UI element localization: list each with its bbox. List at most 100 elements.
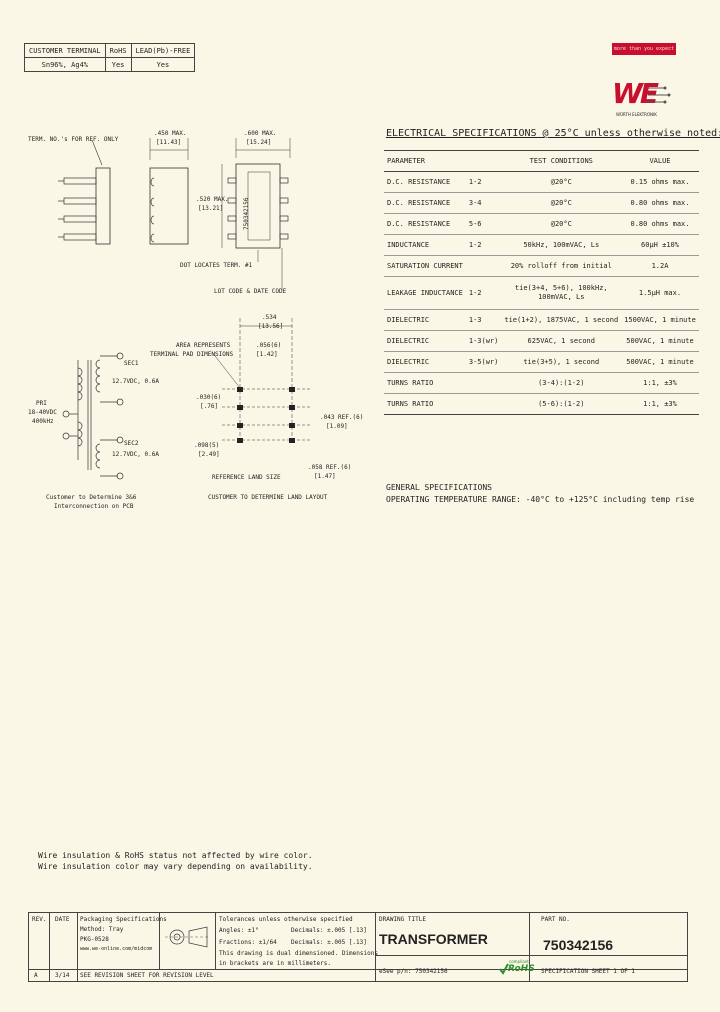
term-note: TERM. NO.'s FOR REF. ONLY (28, 136, 119, 143)
revision-note: SEE REVISION SHEET FOR REVISION LEVEL (80, 972, 214, 979)
drawing-title-label: DRAWING TITLE (379, 916, 426, 923)
pri-name: PRI (36, 400, 47, 407)
spec-value: 60μH ±10% (621, 234, 699, 256)
spec-value: 0.80 ohms max. (621, 192, 699, 214)
check-icon (499, 963, 509, 975)
spec-value: 0.15 ohms max. (621, 171, 699, 193)
website: www.we-online.com/midcom (80, 946, 153, 952)
tol-2: Angles: ±1° (219, 927, 259, 934)
spec-row: TURNS RATIO(3-4):(1-2)1:1, ±3% (384, 372, 699, 394)
dual-dim-1: This drawing is dual dimensioned. Dimens… (219, 950, 378, 957)
spec-cond: tie(3+5), 1 second (501, 351, 622, 373)
spec-param: SATURATION CURRENT (384, 255, 466, 277)
spec-cond: tie(1+2), 1875VAC, 1 second (501, 309, 622, 331)
title-block: REV. DATE Packaging Specifications Metho… (28, 912, 688, 982)
dim-098: .098(5) (194, 442, 220, 449)
dim-600-mm: [15.24] (246, 139, 272, 146)
note-1: Wire insulation & RoHS status not affect… (38, 851, 313, 860)
customer-land-note: CUSTOMER TO DETERMINE LAND LAYOUT (208, 494, 328, 501)
spec-table: PARAMETER TEST CONDITIONS VALUE D.C. RES… (384, 150, 699, 415)
dim-058: .058 REF.(6) (308, 464, 352, 471)
customer-terminal-table: CUSTOMER TERMINAL RoHS LEAD(Pb)-FREE Sn9… (24, 43, 196, 72)
rohs-label: RoHS (508, 964, 535, 974)
note-2: Wire insulation color may vary depending… (38, 862, 313, 871)
spec-value: 500VAC, 1 minute (621, 351, 699, 373)
rohs-badge: compliant RoHS (499, 959, 535, 977)
date-value: 3/14 (55, 972, 70, 979)
part-number: 750342156 (543, 937, 614, 953)
date-label: DATE (55, 916, 70, 923)
dim-043-mm: [1.09] (326, 423, 348, 430)
brand-banner: more than you expect (612, 43, 676, 55)
ct-cell-terminal: Sn96%, Ag4% (24, 57, 106, 72)
dim-056-mm: [1.42] (256, 351, 278, 358)
pkg-spec-1: Packaging Specifications (80, 916, 167, 923)
tol-4: Decimals: ±.005 [.13] (291, 927, 367, 934)
pkg-spec-2: Method: Tray (80, 926, 124, 933)
general-spec-title: GENERAL SPECIFICATIONS (386, 483, 492, 492)
land-note: REFERENCE LAND SIZE (212, 474, 281, 481)
spec-param: TURNS RATIO (384, 393, 466, 415)
spec-param: DIELECTRIC (384, 330, 466, 352)
dim-058-mm: [1.47] (314, 473, 336, 480)
spec-cond: (5-6):(1-2) (501, 393, 622, 415)
tol-1: Tolerances unless otherwise specified (219, 916, 353, 923)
rev-label: REV. (32, 916, 47, 923)
spec-pins (465, 372, 502, 394)
spec-pins: 3-5(wr) (465, 351, 502, 373)
schem-note-1: Customer to Determine 3&6 (46, 494, 137, 501)
ct-cell-leadfree: Yes (130, 57, 196, 72)
dim-534: .534 (262, 314, 277, 321)
pad-note-2: TERMINAL PAD DIMENSIONS (150, 351, 234, 358)
pkg-spec-3: PKG-0528 (80, 936, 109, 943)
brand-banner-text: more than you expect (613, 46, 675, 52)
sec2-name: SEC2 (124, 440, 139, 447)
pri-voltage: 18-40VDC (28, 409, 57, 416)
we-logo-letters: WE (612, 77, 659, 110)
dim-520: .520 MAX. (196, 196, 229, 203)
spec-cond: 625VAC, 1 second (501, 330, 622, 352)
spec-cond: 50kHz, 100mVAC, Ls (501, 234, 622, 256)
body-part-number: 750342156 (243, 197, 250, 230)
dot-note: DOT LOCATES TERM. #1 (180, 262, 253, 269)
spec-value: 500VAC, 1 minute (621, 330, 699, 352)
dim-030: .030(6) (196, 394, 222, 401)
spec-cond: (3-4):(1-2) (501, 372, 622, 394)
spec-cond: 20% rolloff from initial (501, 255, 622, 277)
spec-param: D.C. RESISTANCE (384, 171, 466, 193)
spec-row: TURNS RATIO(5-6):(1-2)1:1, ±3% (384, 393, 699, 415)
spec-cond: @20°C (501, 213, 622, 235)
mechanical-drawing (58, 138, 310, 480)
general-operating-temp: OPERATING TEMPERATURE RANGE: -40°C to +1… (386, 495, 695, 504)
dim-534-mm: [13.56] (258, 323, 284, 330)
spec-param: INDUCTANCE (384, 234, 466, 256)
dim-450-mm: [11.43] (156, 139, 182, 146)
epart: eSee p/n: 750342156 (379, 968, 448, 975)
spec-param: TURNS RATIO (384, 372, 466, 394)
spec-pins: 1-2 (465, 171, 502, 193)
sec1-name: SEC1 (124, 360, 139, 367)
we-logo: WE WÜRTH ELEKTRONIK (612, 80, 672, 120)
spec-param: LEAKAGE INDUCTANCE (384, 276, 466, 310)
spec-row: SATURATION CURRENT 20% rolloff from initi… (384, 255, 699, 277)
spec-value: 0.80 ohms max. (621, 213, 699, 235)
sec1-rating: 12.7VDC, 0.6A (112, 378, 159, 385)
dim-098-mm: [2.49] (198, 451, 220, 458)
schem-note-2: Interconnection on PCB (54, 503, 134, 510)
dim-030-mm: [.76] (200, 403, 219, 410)
spec-pins: 1-3 (465, 309, 502, 331)
part-no-label: PART NO. (541, 916, 570, 923)
tol-3: Fractions: ±1/64 (219, 939, 277, 946)
dual-dim-2: in brackets are in millimeters. (219, 960, 331, 967)
dim-450: .450 MAX. (154, 130, 187, 137)
spec-value: 1.2A (621, 255, 699, 277)
spec-title: ELECTRICAL SPECIFICATIONS @ 25°C unless … (386, 128, 720, 139)
sec2-rating: 12.7VDC, 0.6A (112, 451, 159, 458)
dim-520-mm: [13.21] (198, 205, 224, 212)
